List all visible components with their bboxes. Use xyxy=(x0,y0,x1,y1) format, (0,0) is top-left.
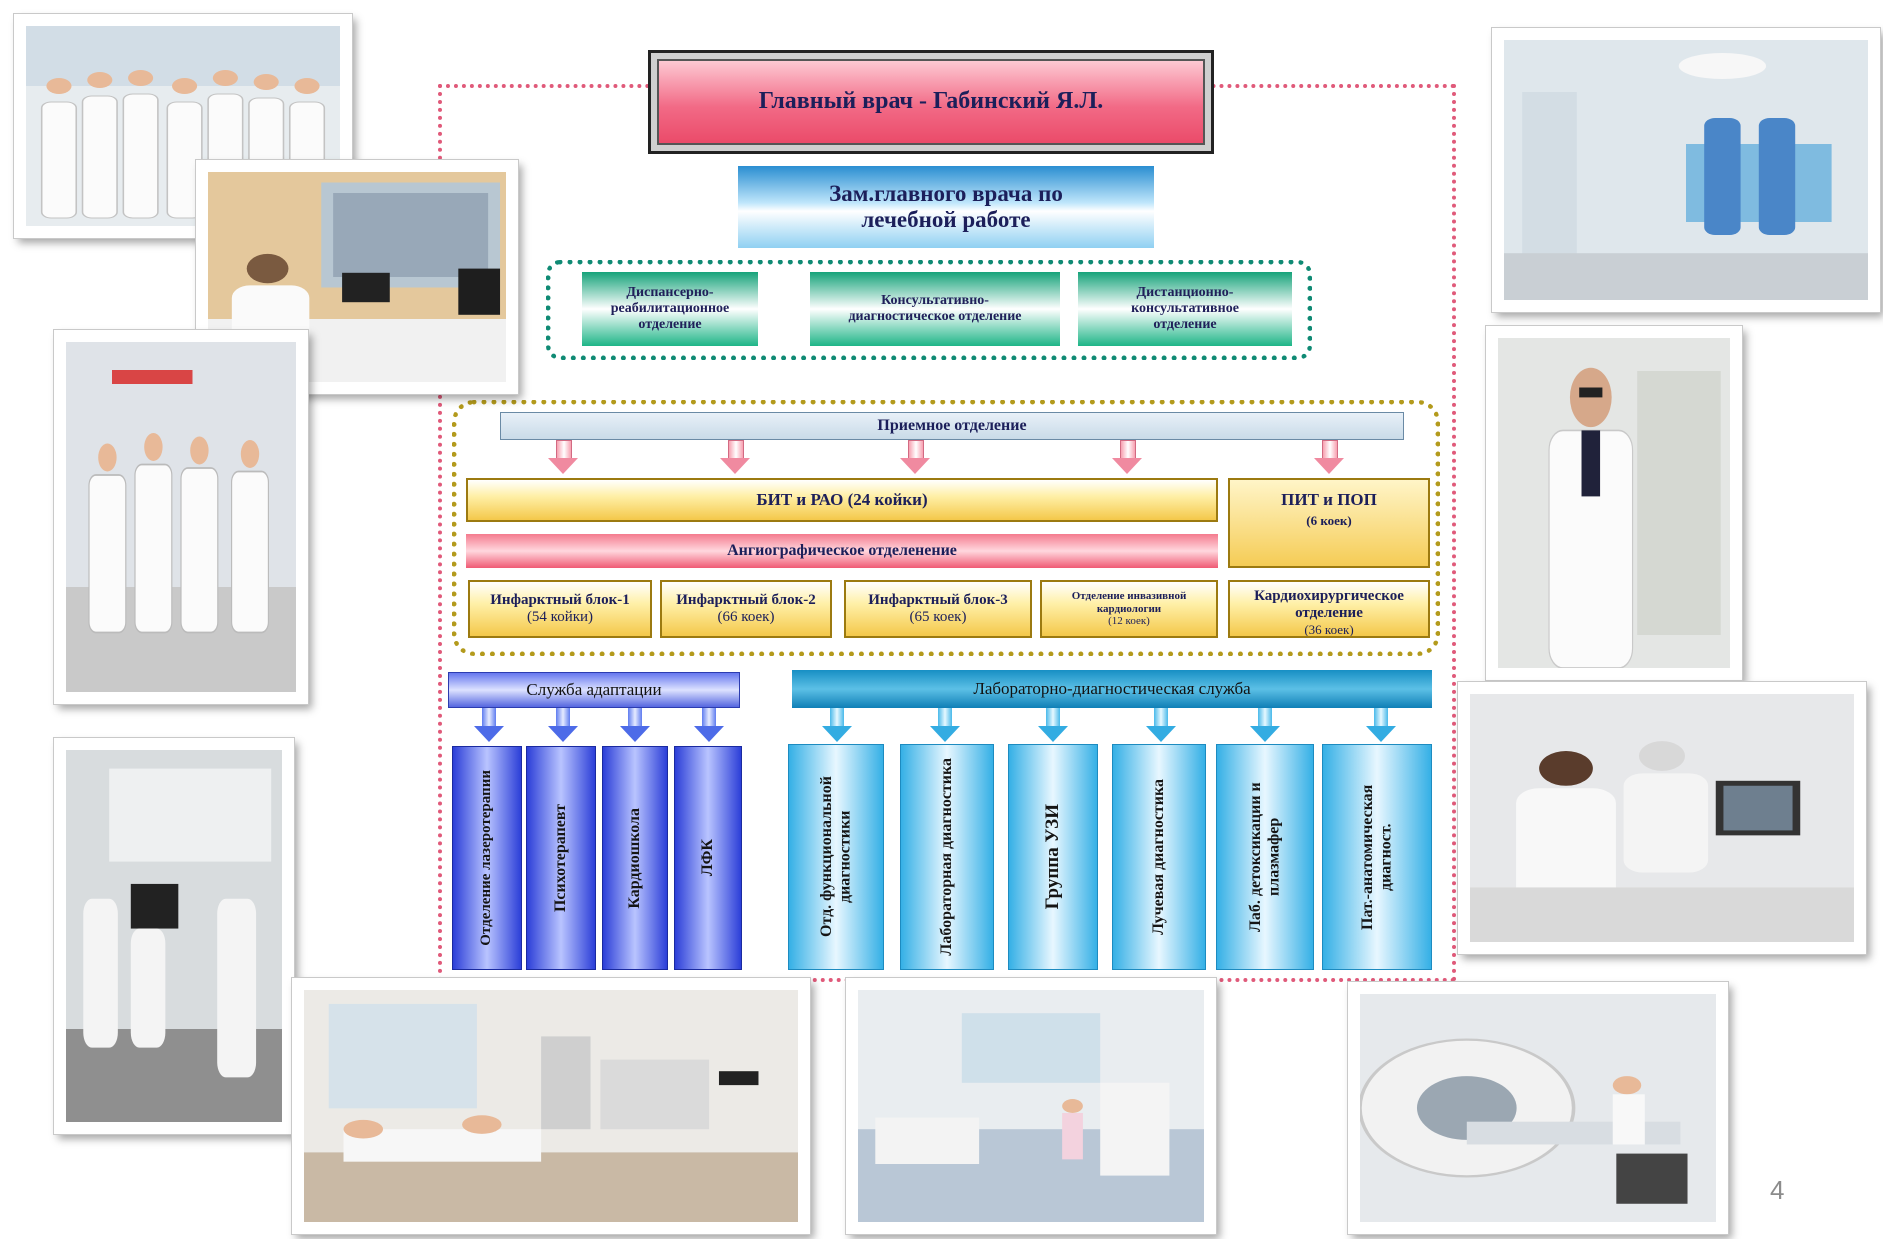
admission-label: Приемное отделение xyxy=(877,416,1027,434)
lab-header: Лабораторно-диагностическая служба xyxy=(792,670,1432,708)
chief-physician-box: Главный врач - Габинский Я.Л. xyxy=(648,50,1214,154)
arrow-down xyxy=(822,708,852,744)
admission-box: Приемное отделение xyxy=(500,412,1404,440)
lab-unit-1: Отд. функциональной диагностики xyxy=(788,744,884,970)
arrow-down xyxy=(1146,708,1176,744)
outpatient-unit-3: Дистанционно- консультативное отделение xyxy=(1078,272,1292,346)
invasive-cardiology-beds: (12 коек) xyxy=(1108,615,1150,628)
photo-doctors-reviewing xyxy=(1457,681,1867,955)
photo-operating-room xyxy=(1491,27,1881,313)
lab-unit-6-label: Пат.-анатомическая диагност. xyxy=(1358,784,1394,930)
cardiosurgery-box: Кардиохирургическое отделение (36 коек) xyxy=(1228,580,1430,638)
outpatient-unit-3-line1: Дистанционно- xyxy=(1136,284,1234,300)
arrow-down xyxy=(900,440,930,476)
arrow-down xyxy=(1366,708,1396,744)
invasive-cardiology-box: Отделение инвазивной кардиологии (12 кое… xyxy=(1040,580,1218,638)
infarct-block-2-title: Инфарктный блок-2 xyxy=(676,591,816,608)
infarct-block-1-title: Инфарктный блок-1 xyxy=(490,591,630,608)
lab-unit-6: Пат.-анатомическая диагност. xyxy=(1322,744,1432,970)
arrow-down xyxy=(1314,440,1344,476)
outpatient-unit-1-line1: Диспансерно- xyxy=(626,284,714,300)
lab-unit-2-label: Лабораторная диагностика xyxy=(937,758,955,956)
lab-unit-1-label: Отд. функциональной диагностики xyxy=(817,776,853,938)
inpatient-group xyxy=(452,400,1440,656)
pit-pop-title: ПИТ и ПОП xyxy=(1281,490,1377,509)
adaptation-unit-2-label: Психотерапевт xyxy=(551,803,569,912)
cardiosurgery-title: Кардиохирургическое отделение xyxy=(1254,588,1404,622)
arrow-down xyxy=(1038,708,1068,744)
cardiosurgery-beds: (36 коек) xyxy=(1304,621,1354,637)
pit-pop-box: ПИТ и ПОП (6 коек) xyxy=(1228,478,1430,568)
chief-physician-label: Главный врач - Габинский Я.Л. xyxy=(758,88,1104,115)
adaptation-unit-4: ЛФК xyxy=(674,746,742,970)
invasive-cardiology-title: Отделение инвазивной кардиологии xyxy=(1071,590,1187,615)
arrow-down xyxy=(548,440,578,476)
arrow-down xyxy=(620,708,650,744)
adaptation-unit-1: Отделение лазеротерапии xyxy=(452,746,522,970)
outpatient-unit-1: Диспансерно- реабилитационное отделение xyxy=(582,272,758,346)
outpatient-unit-2: Консультативно- диагностическое отделени… xyxy=(810,272,1060,346)
photo-chief-physician xyxy=(1485,325,1743,681)
bit-rao-box: БИТ и РАО (24 койки) xyxy=(466,478,1218,522)
adaptation-unit-4-label: ЛФК xyxy=(698,839,716,877)
outpatient-unit-3-line2: консультативное xyxy=(1131,300,1239,316)
infarct-block-2: Инфарктный блок-2 (66 коек) xyxy=(660,580,832,638)
arrow-down xyxy=(720,440,750,476)
outpatient-group xyxy=(546,260,1312,360)
outpatient-unit-2-line1: Консультативно- xyxy=(881,292,989,308)
infarct-block-1: Инфарктный блок-1 (54 койки) xyxy=(468,580,652,638)
angiography-box: Ангиографическое отделенение xyxy=(466,534,1218,568)
adaptation-unit-2: Психотерапевт xyxy=(526,746,596,970)
adaptation-unit-3: Кардиошкола xyxy=(602,746,668,970)
outpatient-unit-1-line2: реабилитационное xyxy=(610,300,730,316)
outpatient-unit-3-line3: отделение xyxy=(1153,317,1217,333)
arrow-down xyxy=(1112,440,1142,476)
adaptation-unit-1-label: Отделение лазеротерапии xyxy=(478,770,495,946)
arrow-down xyxy=(548,708,578,744)
infarct-block-3-title: Инфарктный блок-3 xyxy=(868,591,1008,608)
page-number: 4 xyxy=(1770,1175,1785,1205)
arrow-down xyxy=(694,708,724,744)
lab-unit-3-label: Группа УЗИ xyxy=(1042,804,1064,910)
deputy-box: Зам.главного врача по лечебной работе xyxy=(738,166,1154,248)
bit-rao-label: БИТ и РАО (24 койки) xyxy=(756,490,928,510)
lab-unit-4: Лучевая диагностика xyxy=(1112,744,1206,970)
photo-ct-scanner xyxy=(1347,981,1729,1235)
photo-doctor-monitors xyxy=(195,159,519,395)
infarct-block-2-beds: (66 коек) xyxy=(717,609,775,625)
arrow-down xyxy=(930,708,960,744)
lab-unit-3: Группа УЗИ xyxy=(1008,744,1098,970)
photo-laboratory xyxy=(845,977,1217,1235)
infarct-block-3-beds: (65 коек) xyxy=(909,609,967,625)
lab-unit-2: Лабораторная диагностика xyxy=(900,744,994,970)
deputy-label-line1: Зам.главного врача по xyxy=(829,180,1063,206)
deputy-label-line2: лечебной работе xyxy=(861,207,1031,232)
adaptation-unit-3-label: Кардиошкола xyxy=(625,807,643,909)
lab-header-label: Лабораторно-диагностическая служба xyxy=(973,679,1251,699)
photo-ultrasound-room xyxy=(53,737,295,1135)
photo-staff-corridor xyxy=(53,329,309,705)
photo-treatment-room xyxy=(291,977,811,1235)
lab-unit-5-label: Лаб. детоксикации и плазмафер xyxy=(1246,782,1282,932)
adaptation-header-label: Служба адаптации xyxy=(526,680,662,700)
outpatient-unit-2-line2: диагностическое отделение xyxy=(848,309,1022,324)
angiography-label: Ангиографическое отделенение xyxy=(727,541,957,559)
infarct-block-1-beds: (54 койки) xyxy=(526,609,594,625)
adaptation-header: Служба адаптации xyxy=(448,672,740,708)
lab-unit-5: Лаб. детоксикации и плазмафер xyxy=(1216,744,1314,970)
lab-unit-4-label: Лучевая диагностика xyxy=(1149,779,1167,935)
arrow-down xyxy=(474,708,504,744)
pit-pop-beds: (6 коек) xyxy=(1306,512,1352,528)
infarct-block-3: Инфарктный блок-3 (65 коек) xyxy=(844,580,1032,638)
outpatient-unit-1-line3: отделение xyxy=(638,317,702,333)
arrow-down xyxy=(1250,708,1280,744)
